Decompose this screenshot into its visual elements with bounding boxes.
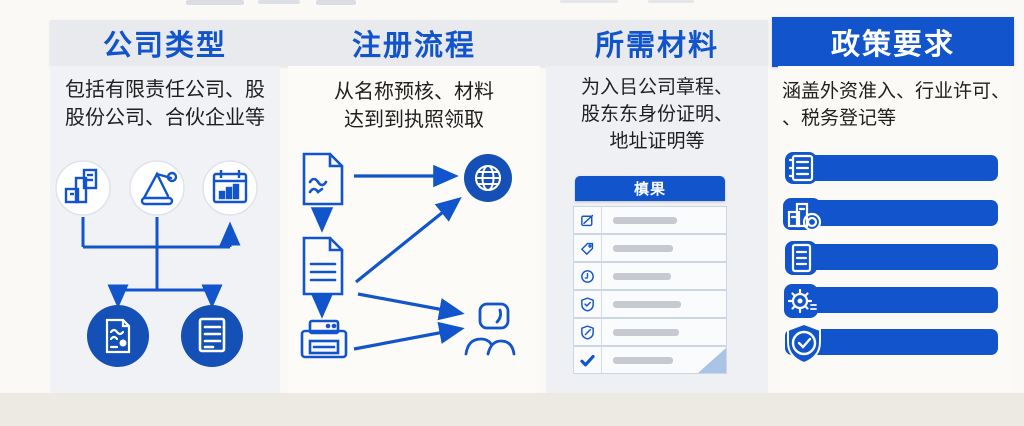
column-header-policy-requirements: 政策要求 bbox=[772, 17, 1014, 67]
checklist-row-final bbox=[573, 346, 727, 374]
column-header-label: 政策要求 bbox=[830, 29, 955, 61]
registration-process-description: 从名称预核、材料 达到到执照领取 bbox=[290, 78, 538, 134]
description-line: 涵盖外资准入、行业许可、 bbox=[782, 81, 1011, 102]
printer-icon bbox=[300, 319, 348, 359]
checklist-table-header: 槙果 bbox=[575, 176, 725, 201]
flow-arrows bbox=[310, 164, 465, 351]
column-header-company-types: 公司类型 bbox=[50, 20, 280, 66]
placeholder-bar bbox=[613, 300, 681, 308]
cropped-title-artifact bbox=[560, 0, 618, 3]
column-header-label: 公司类型 bbox=[102, 30, 227, 62]
license-doc-icon bbox=[181, 305, 243, 367]
certificate-doc-icon bbox=[87, 305, 149, 367]
company-types-description: 包括有限责任公司、股 股份公司、合伙企业等 bbox=[52, 76, 278, 132]
shield-check-icon bbox=[787, 322, 821, 365]
tag-check-icon bbox=[574, 235, 602, 261]
cropped-title-artifact bbox=[316, 0, 356, 5]
header-band bbox=[50, 20, 768, 66]
balance-scale-icon bbox=[129, 160, 185, 216]
bottom-band bbox=[0, 393, 1024, 426]
description-line: 包括有限责任公司、股 bbox=[65, 79, 265, 101]
registration-flowchart bbox=[300, 152, 516, 359]
description-line: 股份公司、合伙企业等 bbox=[65, 107, 265, 129]
signed-doc-icon bbox=[302, 152, 344, 206]
description-line: 为入㠯公司章程、 bbox=[580, 77, 733, 98]
description-line: 股东东身份证明、 bbox=[580, 104, 733, 125]
shield-pen-icon bbox=[574, 319, 602, 345]
folded-corner bbox=[698, 348, 726, 373]
description-line: 从名称预核、材料 bbox=[334, 81, 494, 103]
notebook-icon bbox=[785, 152, 817, 184]
checklist-row bbox=[573, 318, 727, 346]
checklist-row bbox=[573, 262, 727, 290]
description-line: 达到到执照领取 bbox=[344, 109, 484, 131]
placeholder-bar bbox=[613, 244, 673, 252]
globe-icon bbox=[464, 154, 512, 202]
document-icon bbox=[785, 241, 817, 275]
checklist-row bbox=[573, 234, 727, 262]
placeholder-bar bbox=[613, 216, 677, 224]
checklist-row bbox=[573, 206, 727, 234]
column-header-label: 所需材料 bbox=[594, 30, 719, 62]
buildings-search-icon bbox=[783, 198, 824, 234]
cropped-title-artifact bbox=[186, 0, 244, 5]
description-line: 、税务登记等 bbox=[782, 108, 897, 129]
gear-icon bbox=[784, 284, 818, 318]
clock-icon bbox=[574, 263, 602, 289]
text-doc-icon bbox=[302, 236, 344, 296]
table-header-label: 槙果 bbox=[633, 181, 666, 198]
placeholder-bar bbox=[613, 272, 671, 280]
shield-check-icon bbox=[574, 291, 602, 317]
policy-bar bbox=[785, 152, 998, 184]
column-header-label: 注册流程 bbox=[351, 30, 476, 62]
applicant-icon bbox=[464, 302, 516, 356]
placeholder-bar bbox=[613, 356, 673, 364]
pen-check-icon bbox=[574, 207, 602, 233]
buildings-icon bbox=[55, 160, 111, 216]
company-type-connector bbox=[81, 217, 241, 309]
company-types-diagram bbox=[55, 160, 258, 367]
policy-bar bbox=[785, 322, 998, 365]
cropped-title-artifact bbox=[258, 0, 300, 4]
cropped-title-artifact bbox=[648, 0, 694, 3]
policy-requirements-description: 涵盖外资准入、行业许可、 、税务登记等 bbox=[782, 78, 1020, 132]
checklist-row bbox=[573, 290, 727, 318]
required-materials-description: 为入㠯公司章程、 股东东身份证明、 地址证明等 bbox=[548, 74, 766, 155]
placeholder-bar bbox=[613, 328, 679, 336]
calendar-chart-icon bbox=[202, 160, 258, 216]
policy-bar bbox=[784, 284, 998, 318]
column-header-registration-process: 注册流程 bbox=[288, 20, 540, 66]
policy-bar bbox=[785, 241, 998, 275]
policy-bar bbox=[783, 198, 998, 234]
description-line: 地址证明等 bbox=[609, 131, 705, 152]
column-header-required-materials: 所需材料 bbox=[546, 20, 768, 66]
bold-check-icon bbox=[574, 347, 602, 373]
